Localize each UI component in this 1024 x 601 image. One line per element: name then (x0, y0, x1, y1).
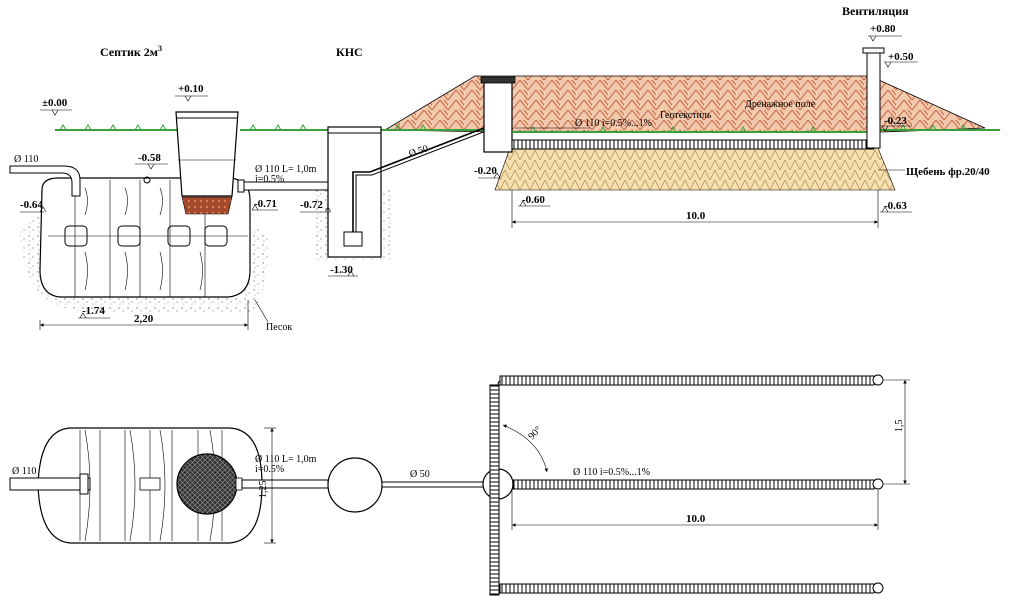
sand-label: Песок (266, 322, 292, 333)
drain-pipe-top: Ø 110 i=0.5%...1% (575, 118, 652, 129)
drain-field-label: Дренажное поле (745, 99, 816, 110)
riser-plan-circle (176, 453, 238, 515)
septic-title: Септик 2м3 (100, 44, 162, 59)
elev-well-right: -0.23 (884, 115, 907, 127)
septic-length-dim: 2,20 (134, 313, 154, 325)
geotextile-label: Геотекстиль (660, 110, 712, 121)
drain-spacing-dim: 1,5 (894, 420, 905, 433)
kns-plan (327, 457, 383, 513)
drain-pipe-section (511, 139, 875, 150)
elev-mound-top: +0.50 (888, 51, 914, 63)
filter-media (181, 196, 233, 215)
inlet-diameter-plan: Ø 110 (12, 466, 36, 477)
elev-field-left: -0.60 (522, 194, 545, 206)
elev-septic-neck: +0.10 (178, 83, 204, 95)
vent-riser (862, 47, 885, 149)
field-length-dim-top: 10.0 (686, 210, 706, 222)
gravel-bed (494, 147, 896, 191)
elev-inlet: -0.64 (20, 199, 43, 211)
elev-kns-inlet: -0.72 (300, 199, 323, 211)
elev-kns-bottom: -1.30 (330, 264, 353, 276)
distribution-well (480, 76, 516, 153)
ventilation-title: Вентиляция (842, 4, 909, 18)
septic-kns-pipe-plan-2: i=0.5% (255, 464, 284, 475)
elev-field-right: -0.63 (884, 200, 907, 212)
elev-septic-outlet: -0.71 (254, 198, 277, 210)
elev-ground: ±0.00 (42, 97, 68, 109)
elev-septic-pipe: -0.58 (138, 152, 161, 164)
drain-laterals (489, 374, 884, 596)
elev-vent-top: +0.80 (870, 23, 896, 35)
angle-label: 90° (526, 424, 544, 442)
elev-septic-bottom: -1.74 (82, 305, 105, 317)
section-view (9, 35, 1000, 330)
septic-kns-pipe-top-1: Ø 110 L= 1,0m (255, 164, 317, 175)
plan-view (9, 374, 910, 596)
septic-width-dim: 1,25 (258, 481, 269, 499)
septic-tank-section (9, 111, 329, 298)
drain-pipe-plan: Ø 110 i=0.5%...1% (573, 467, 650, 478)
field-length-dim-plan: 10.0 (686, 513, 706, 525)
elev-field-start: -0.20 (474, 165, 497, 177)
inlet-diameter-top: Ø 110 (14, 154, 38, 165)
gravel-label: Щебень фр.20/40 (906, 166, 990, 178)
kns-pressure-plan: Ø 50 (410, 469, 430, 480)
septic-tank-plan (9, 427, 263, 544)
septic-kns-pipe-top-2: i=0.5% (255, 174, 284, 185)
septic-kns-pipe-plan-1: Ø 110 L= 1,0m (255, 454, 317, 465)
kns-title: КНС (336, 45, 363, 59)
kns-section (327, 126, 487, 258)
